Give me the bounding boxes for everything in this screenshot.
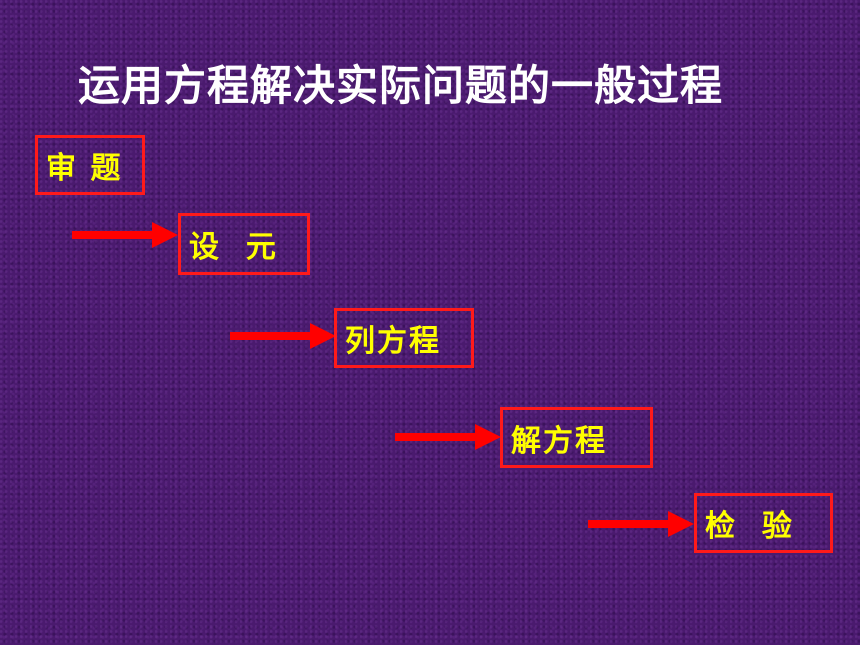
step-solve-equation-box: 解方程 bbox=[500, 407, 653, 468]
step-write-equation-box: 列方程 bbox=[334, 308, 474, 368]
arrow-right-icon bbox=[395, 424, 501, 450]
step-review-label: 审 题 bbox=[46, 151, 123, 186]
step-verify-label: 检 验 bbox=[705, 509, 794, 544]
step-solve-equation-label: 解方程 bbox=[511, 423, 607, 459]
arrow-right-icon bbox=[72, 222, 178, 248]
page-title: 运用方程解决实际问题的一般过程 bbox=[78, 61, 724, 110]
step-set-variable-box: 设 元 bbox=[178, 213, 310, 275]
arrow-right-icon bbox=[588, 511, 694, 537]
step-review-box: 审 题 bbox=[35, 135, 145, 195]
step-verify-box: 检 验 bbox=[694, 493, 833, 553]
step-set-variable-label: 设 元 bbox=[189, 230, 278, 265]
arrow-right-icon bbox=[230, 323, 336, 349]
step-write-equation-label: 列方程 bbox=[345, 324, 441, 359]
